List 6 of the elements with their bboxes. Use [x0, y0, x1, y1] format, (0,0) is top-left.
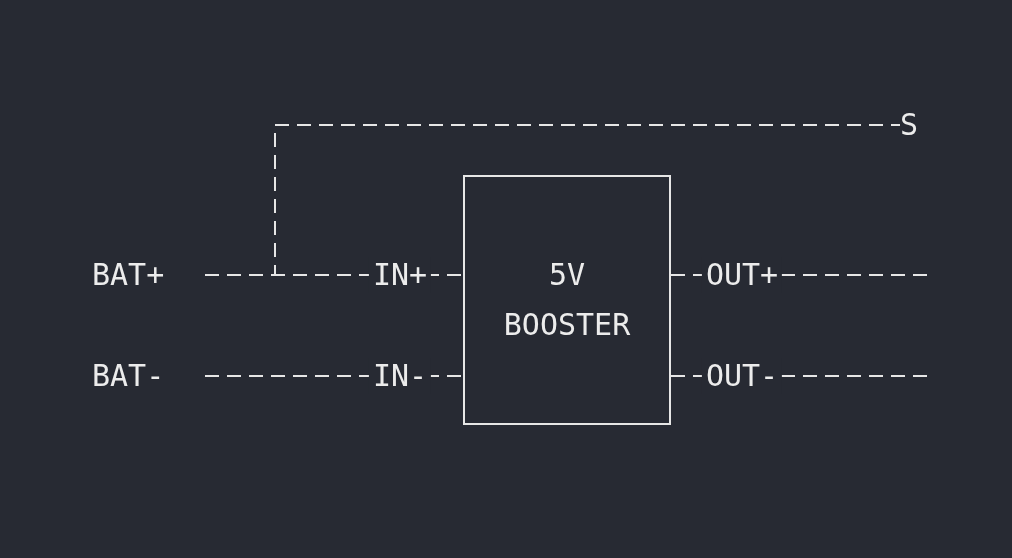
- module-label: 5V BOOSTER: [502, 256, 632, 344]
- terminal-label: S: [900, 105, 940, 145]
- wire: [204, 124, 901, 276]
- terminal-label: BAT+: [92, 255, 205, 295]
- booster-module-box: [463, 175, 671, 425]
- terminal-label: BAT-: [92, 356, 205, 396]
